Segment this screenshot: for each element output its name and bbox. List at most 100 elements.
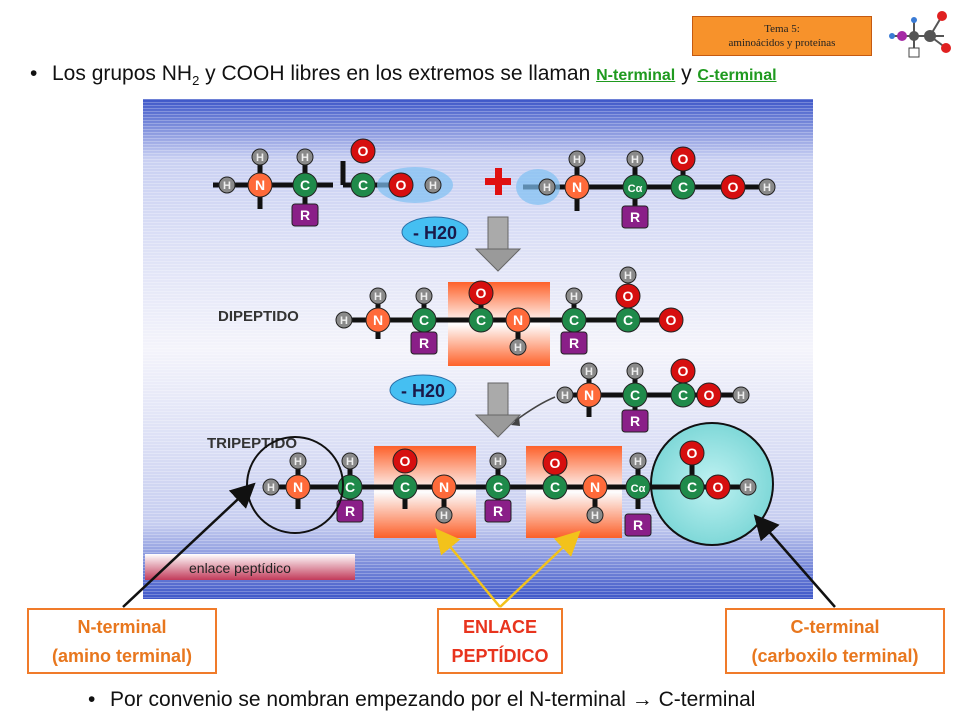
svg-text:C: C [678, 387, 688, 403]
svg-text:N: N [255, 177, 265, 193]
svg-text:H: H [494, 456, 502, 468]
atom-h: H [580, 362, 598, 380]
atom-h: H [415, 287, 433, 305]
atom-h: H [629, 452, 647, 470]
atom-r: R [624, 513, 652, 537]
svg-text:H: H [256, 152, 264, 164]
svg-text:H: H [440, 510, 448, 522]
bullet-dot: • [88, 688, 96, 711]
atom-o: O [350, 138, 376, 164]
svg-text:N: N [293, 479, 303, 495]
right-arrow-icon: → [631, 688, 653, 711]
bond-highlight-dipeptide [448, 282, 550, 366]
bond-highlight-tripeptide-1 [374, 446, 476, 538]
atom-n: N [365, 307, 391, 333]
peptide-bond-subtitle: PEPTÍDICO [451, 646, 549, 666]
atom-h: H [341, 452, 359, 470]
n-terminal-link[interactable]: N-terminal [596, 67, 676, 84]
atom-h: H [369, 287, 387, 305]
water-loss-label: - H20 [401, 381, 445, 401]
svg-text:H: H [631, 154, 639, 166]
svg-text:R: R [630, 413, 640, 429]
down-arrow-icon [474, 382, 522, 438]
bullet1-text-a: Los grupos NH [52, 62, 193, 85]
atom-h: H [556, 386, 574, 404]
atom-h: H [586, 506, 604, 524]
atom-n: N [564, 174, 590, 200]
atom-o: O [679, 440, 705, 466]
bullet2-text-a: Por convenio se nombran empezando por el… [110, 688, 632, 711]
svg-text:R: R [569, 335, 579, 351]
svg-text:O: O [666, 312, 677, 328]
atom-h: H [739, 478, 757, 496]
atom-o: O [615, 283, 641, 309]
svg-text:H: H [585, 366, 593, 378]
svg-text:H: H [267, 482, 275, 494]
n-terminal-title: N-terminal [77, 617, 167, 637]
svg-text:H: H [223, 180, 231, 192]
amino-acid-logo-icon [889, 11, 951, 58]
svg-text:R: R [493, 503, 503, 519]
svg-text:H: H [631, 366, 639, 378]
atom-h: H [296, 148, 314, 166]
svg-text:N: N [584, 387, 594, 403]
atom-c: C [392, 474, 418, 500]
bullet-dot: • [30, 62, 38, 85]
svg-text:O: O [400, 453, 411, 469]
atom-ca: Cα [622, 174, 648, 200]
svg-text:R: R [633, 517, 643, 533]
svg-text:C: C [345, 479, 355, 495]
svg-text:H: H [514, 342, 522, 354]
svg-text:N: N [513, 312, 523, 328]
atom-c: C [679, 474, 705, 500]
svg-text:R: R [345, 503, 355, 519]
atom-c: C [670, 174, 696, 200]
tripeptide-label: TRIPEPTIDO [207, 435, 297, 452]
water-loss-label: - H20 [413, 223, 457, 243]
topic-line-1: Tema 5: [764, 23, 800, 35]
atom-o: O [658, 307, 684, 333]
svg-text:H: H [429, 180, 437, 192]
atom-h: H [568, 150, 586, 168]
atom-n: N [582, 474, 608, 500]
atom-o: O [696, 382, 722, 408]
atom-h: H [489, 452, 507, 470]
down-arrow-icon [474, 216, 522, 272]
svg-text:O: O [476, 285, 487, 301]
atom-o: O [392, 448, 418, 474]
svg-text:H: H [561, 390, 569, 402]
bullet1-joiner: y [675, 62, 698, 85]
atom-c: C [542, 474, 568, 500]
svg-text:H: H [374, 291, 382, 303]
svg-text:O: O [358, 143, 369, 159]
atom-n: N [505, 307, 531, 333]
svg-text:N: N [373, 312, 383, 328]
svg-text:C: C [678, 179, 688, 195]
svg-text:R: R [419, 335, 429, 351]
atom-o: O [388, 172, 414, 198]
svg-text:H: H [543, 182, 551, 194]
svg-text:C: C [476, 312, 486, 328]
n-terminal-subtitle: (amino terminal) [51, 646, 193, 666]
svg-text:H: H [634, 456, 642, 468]
c-terminal-link[interactable]: C-terminal [697, 67, 777, 84]
svg-text:H: H [301, 152, 309, 164]
svg-text:C: C [550, 479, 560, 495]
svg-text:H: H [737, 390, 745, 402]
svg-text:H: H [570, 291, 578, 303]
c-terminal-callout: C-terminal (carboxilo terminal) [725, 608, 945, 674]
svg-text:N: N [439, 479, 449, 495]
peptide-bond-tag-label: enlace peptídico [189, 560, 291, 576]
atom-n: N [431, 474, 457, 500]
svg-text:O: O [396, 177, 407, 193]
atom-h: H [435, 506, 453, 524]
atom-o: O [705, 474, 731, 500]
bullet-naming-convention: • Por convenio se nombran empezando por e… [88, 688, 755, 712]
atom-r: R [621, 409, 649, 433]
svg-text:C: C [630, 387, 640, 403]
atom-c: C [337, 474, 363, 500]
plus-icon [485, 168, 511, 195]
atom-h: H [262, 478, 280, 496]
atom-h: H [626, 362, 644, 380]
